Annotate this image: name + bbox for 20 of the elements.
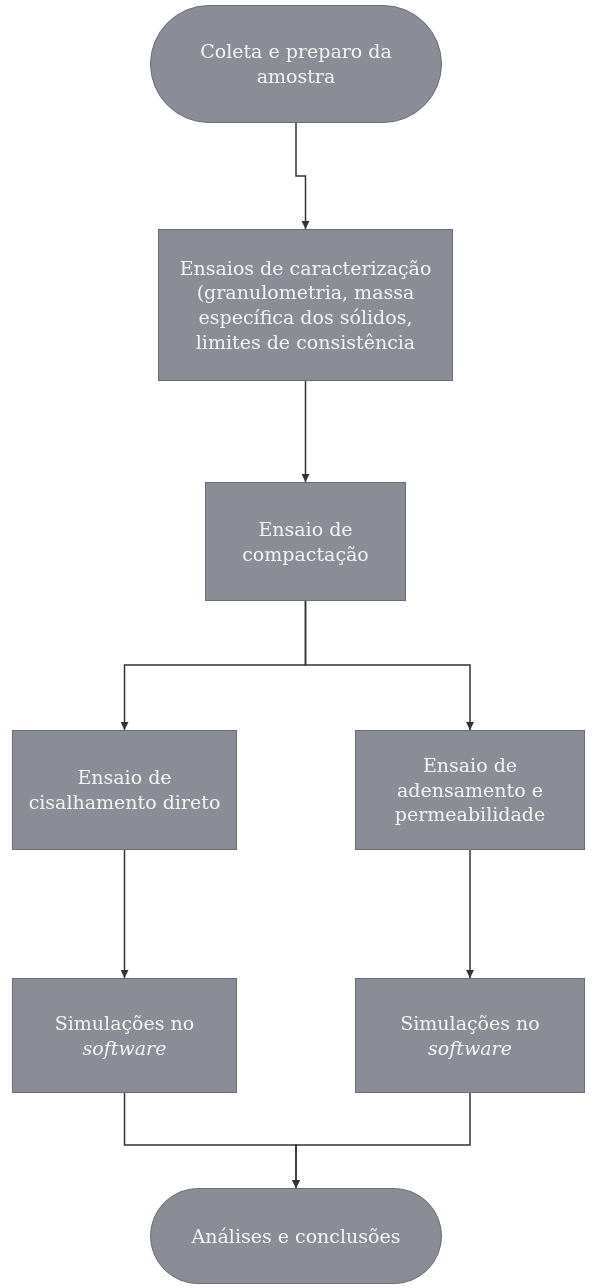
box-label: Simulações no software	[53, 1010, 196, 1061]
arrow	[292, 1092, 471, 1189]
box-label: Ensaio de adensamento e permeabilidade	[393, 752, 547, 828]
process-box	[355, 978, 585, 1093]
process-box	[205, 482, 406, 601]
box-label: Ensaios de caracterização (granulometria, massa específica dos sólidos, limites de consistência	[178, 255, 433, 355]
box-label: Ensaio de cisalhamento direto	[27, 765, 222, 815]
arrow	[120, 849, 129, 979]
box-label: Análises e conclusões	[191, 1223, 401, 1249]
arrow	[301, 380, 310, 483]
box-label: Coleta e preparo da amostra	[199, 39, 393, 89]
process-box	[12, 730, 237, 850]
process-box	[158, 229, 453, 381]
process-box	[12, 978, 237, 1093]
box-label: Simulações no software	[399, 1010, 541, 1061]
process-box	[355, 730, 585, 850]
arrow	[466, 849, 474, 979]
arrow	[304, 600, 474, 731]
box-label: Ensaio de compactação	[241, 516, 370, 567]
arrow	[295, 122, 310, 230]
